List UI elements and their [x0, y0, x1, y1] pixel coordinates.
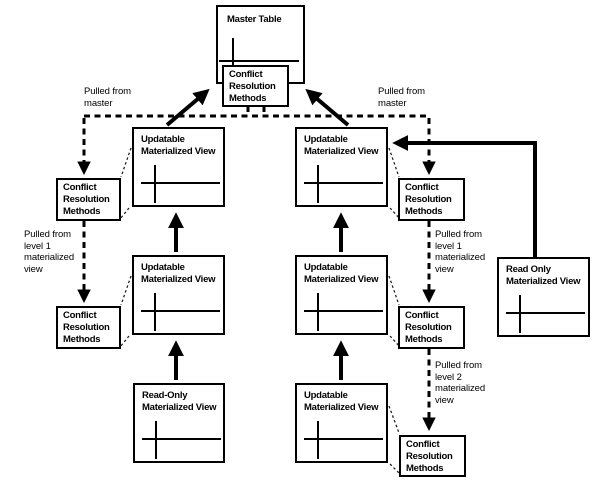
- arrow-far-right-romv-to-right-umv1: [392, 135, 537, 257]
- table-icon: [155, 421, 157, 459]
- leader-right-crm3-top: [388, 405, 400, 434]
- leader-right-crm2-top: [388, 275, 400, 306]
- conflict-resolution-label: Conflict Resolution Methods: [406, 439, 453, 474]
- right-updatable-mv2-box: Updatable Materialized View: [295, 255, 388, 335]
- leader-left-crm1-bottom: [119, 207, 130, 220]
- table-icon: [317, 421, 319, 459]
- arrow-left-umv1-to-master-crm: [165, 88, 210, 127]
- leader-left-crm2-bottom: [119, 335, 130, 348]
- right-updatable-mv1-box: Updatable Materialized View: [295, 127, 388, 207]
- arrow-right-umv1-to-master-crm: [305, 88, 350, 127]
- table-icon: [141, 182, 220, 184]
- updatable-mv-label: Updatable Materialized View: [304, 390, 379, 413]
- master-table-label: Master Table: [227, 14, 282, 25]
- table-icon: [519, 295, 521, 333]
- left-updatable-mv2-box: Updatable Materialized View: [132, 255, 225, 335]
- right-conflict-resolution1-box: Conflict Resolution Methods: [398, 178, 465, 221]
- updatable-mv-label: Updatable Materialized View: [304, 262, 379, 285]
- pulled-from-level1-right-label: Pulled from level 1 materialized view: [435, 229, 486, 275]
- leader-left-crm2-top: [120, 275, 132, 306]
- pulled-from-master-right-label: Pulled from master: [378, 86, 425, 109]
- table-icon: [304, 310, 383, 312]
- table-icon: [154, 165, 156, 203]
- updatable-mv-label: Updatable Materialized View: [304, 134, 379, 157]
- master-conflict-resolution-box: Conflict Resolution Methods: [222, 65, 289, 107]
- right-conflict-resolution3-box: Conflict Resolution Methods: [399, 435, 466, 477]
- read-only-mv-label: Read-Only Materialized View: [142, 390, 217, 413]
- left-conflict-resolution1-box: Conflict Resolution Methods: [56, 178, 121, 221]
- leader-right-crm3-bottom: [389, 463, 401, 475]
- right-conflict-resolution2-box: Conflict Resolution Methods: [398, 306, 465, 349]
- table-icon: [304, 182, 383, 184]
- conflict-resolution-label: Conflict Resolution Methods: [405, 310, 452, 345]
- left-updatable-mv1-box: Updatable Materialized View: [132, 127, 225, 207]
- pulled-from-level1-left-label: Pulled from level 1 materialized view: [24, 229, 75, 275]
- pulled-from-level2-right-label: Pulled from level 2 materialized view: [435, 360, 486, 406]
- updatable-mv-label: Updatable Materialized View: [141, 262, 216, 285]
- far-right-read-only-mv-box: Read Only Materialized View: [497, 257, 590, 337]
- leader-left-crm1-top: [120, 147, 132, 178]
- table-icon: [141, 310, 220, 312]
- updatable-mv-label: Updatable Materialized View: [141, 134, 216, 157]
- conflict-resolution-label: Conflict Resolution Methods: [405, 182, 452, 217]
- conflict-resolution-label: Conflict Resolution Methods: [229, 69, 276, 104]
- left-read-only-mv-box: Read-Only Materialized View: [133, 383, 225, 463]
- conflict-resolution-label: Conflict Resolution Methods: [63, 182, 110, 217]
- pulled-from-master-left-label: Pulled from master: [84, 86, 131, 109]
- table-icon: [219, 60, 299, 62]
- table-icon: [142, 438, 221, 440]
- table-icon: [154, 293, 156, 331]
- table-icon: [506, 312, 585, 314]
- leader-right-crm1-top: [388, 147, 400, 178]
- table-icon: [304, 438, 383, 440]
- read-only-mv-label: Read Only Materialized View: [506, 264, 581, 287]
- left-conflict-resolution2-box: Conflict Resolution Methods: [56, 306, 121, 349]
- table-icon: [317, 293, 319, 331]
- right-updatable-mv3-box: Updatable Materialized View: [295, 383, 388, 463]
- conflict-resolution-label: Conflict Resolution Methods: [63, 310, 110, 345]
- table-icon: [317, 165, 319, 203]
- table-icon: [232, 38, 234, 67]
